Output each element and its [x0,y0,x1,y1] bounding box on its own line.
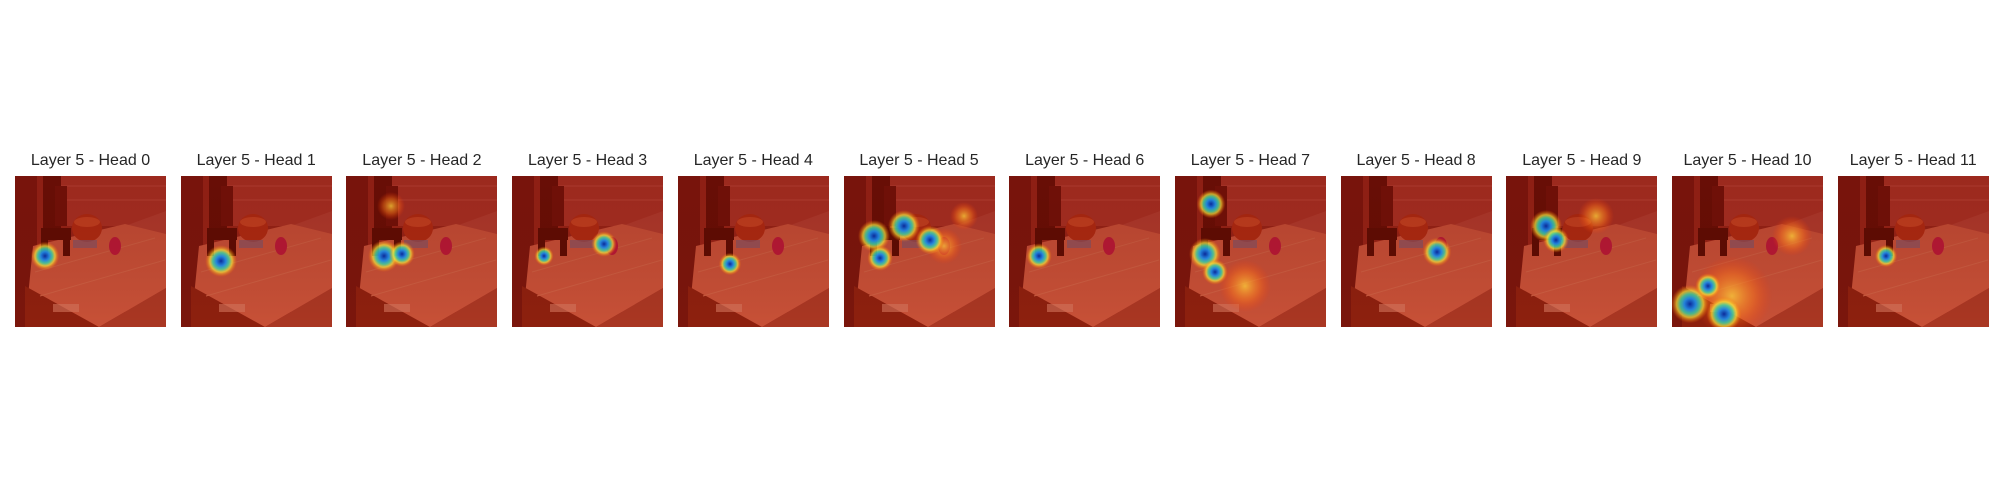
panel-title: Layer 5 - Head 5 [859,152,979,169]
attention-panel: Layer 5 - Head 4 [677,151,829,327]
attention-panel: Layer 5 - Head 3 [512,151,664,327]
panel-title: Layer 5 - Head 10 [1683,152,1812,169]
attention-panel: Layer 5 - Head 9 [1506,151,1658,327]
attention-heatmap-image [512,176,664,327]
attention-heatmap-image [180,176,332,327]
attention-panel: Layer 5 - Head 5 [843,151,995,327]
panel-title: Layer 5 - Head 0 [30,152,151,169]
panel-title: Layer 5 - Head 1 [196,152,316,169]
attention-map-strip: Layer 5 - Head 0 Layer 5 - Head 1 Layer 5 … [15,151,1989,327]
attention-heatmap-image [1837,176,1989,327]
attention-panel: Layer 5 - Head 10 [1672,151,1823,327]
attention-heatmap-image [1174,176,1326,327]
attention-heatmap-image [1340,176,1492,327]
attention-heatmap-image [677,176,829,327]
panel-title: Layer 5 - Head 3 [528,152,648,169]
attention-heatmap-image [346,176,498,327]
attention-panel: Layer 5 - Head 8 [1340,151,1492,327]
panel-title: Layer 5 - Head 6 [1025,152,1145,169]
panel-title: Layer 5 - Head 7 [1190,152,1310,169]
attention-panel: Layer 5 - Head 0 [15,151,166,327]
attention-panel: Layer 5 - Head 11 [1837,151,1989,327]
attention-panel: Layer 5 - Head 7 [1174,151,1326,327]
attention-heatmap-image [1672,176,1823,327]
panel-title: Layer 5 - Head 11 [1849,152,1977,169]
attention-panel: Layer 5 - Head 1 [180,151,332,327]
attention-heatmap-image [15,176,166,327]
attention-heatmap-image [1009,176,1161,327]
panel-title: Layer 5 - Head 2 [362,152,482,169]
panel-title: Layer 5 - Head 4 [693,152,813,169]
attention-panel: Layer 5 - Head 2 [346,151,498,327]
panel-title: Layer 5 - Head 8 [1356,152,1476,169]
panel-title: Layer 5 - Head 9 [1522,152,1642,169]
attention-heatmap-image [1506,176,1658,327]
attention-heatmap-image [843,176,995,327]
attention-panel: Layer 5 - Head 6 [1009,151,1161,327]
